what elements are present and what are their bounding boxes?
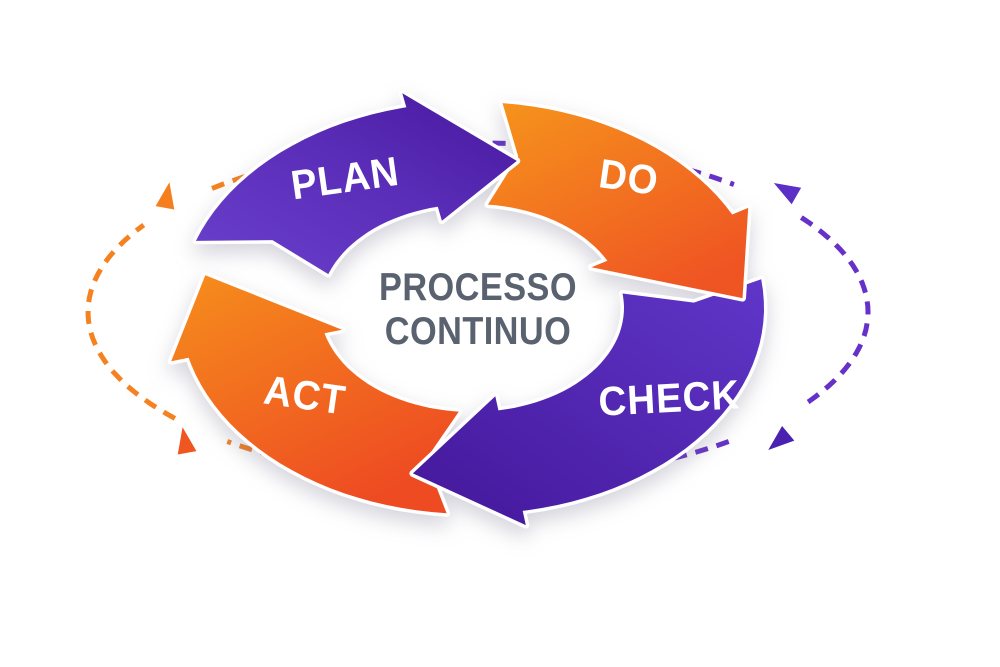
check-arrow-shape	[409, 275, 768, 529]
plan-arrow-shape	[192, 89, 521, 278]
act-arrow	[167, 271, 463, 517]
center-title-line1: PROCESSO	[379, 265, 577, 309]
dashed-arc-right	[799, 215, 871, 409]
act-label: ACT	[261, 368, 348, 424]
cycle-arrows	[167, 89, 768, 529]
do-arrow	[484, 99, 752, 302]
ring-arrowhead-lower-right-icon	[768, 426, 795, 450]
ring-arrowhead-lower-left-icon	[177, 427, 197, 455]
center-title: PROCESSO CONTINUO	[379, 265, 577, 353]
act-arrow-shape	[167, 271, 463, 517]
dashed-arc-left	[85, 223, 177, 421]
ring-arrowhead-upper-left-icon	[155, 182, 175, 210]
plan-arrow	[192, 89, 521, 278]
do-arrow-shape	[484, 99, 752, 302]
center-title-line2: CONTINUO	[385, 309, 571, 353]
check-arrow	[409, 275, 768, 529]
check-label: CHECK	[597, 372, 741, 425]
ring-arrowhead-upper-right-icon	[773, 183, 802, 205]
do-label: DO	[596, 151, 661, 204]
